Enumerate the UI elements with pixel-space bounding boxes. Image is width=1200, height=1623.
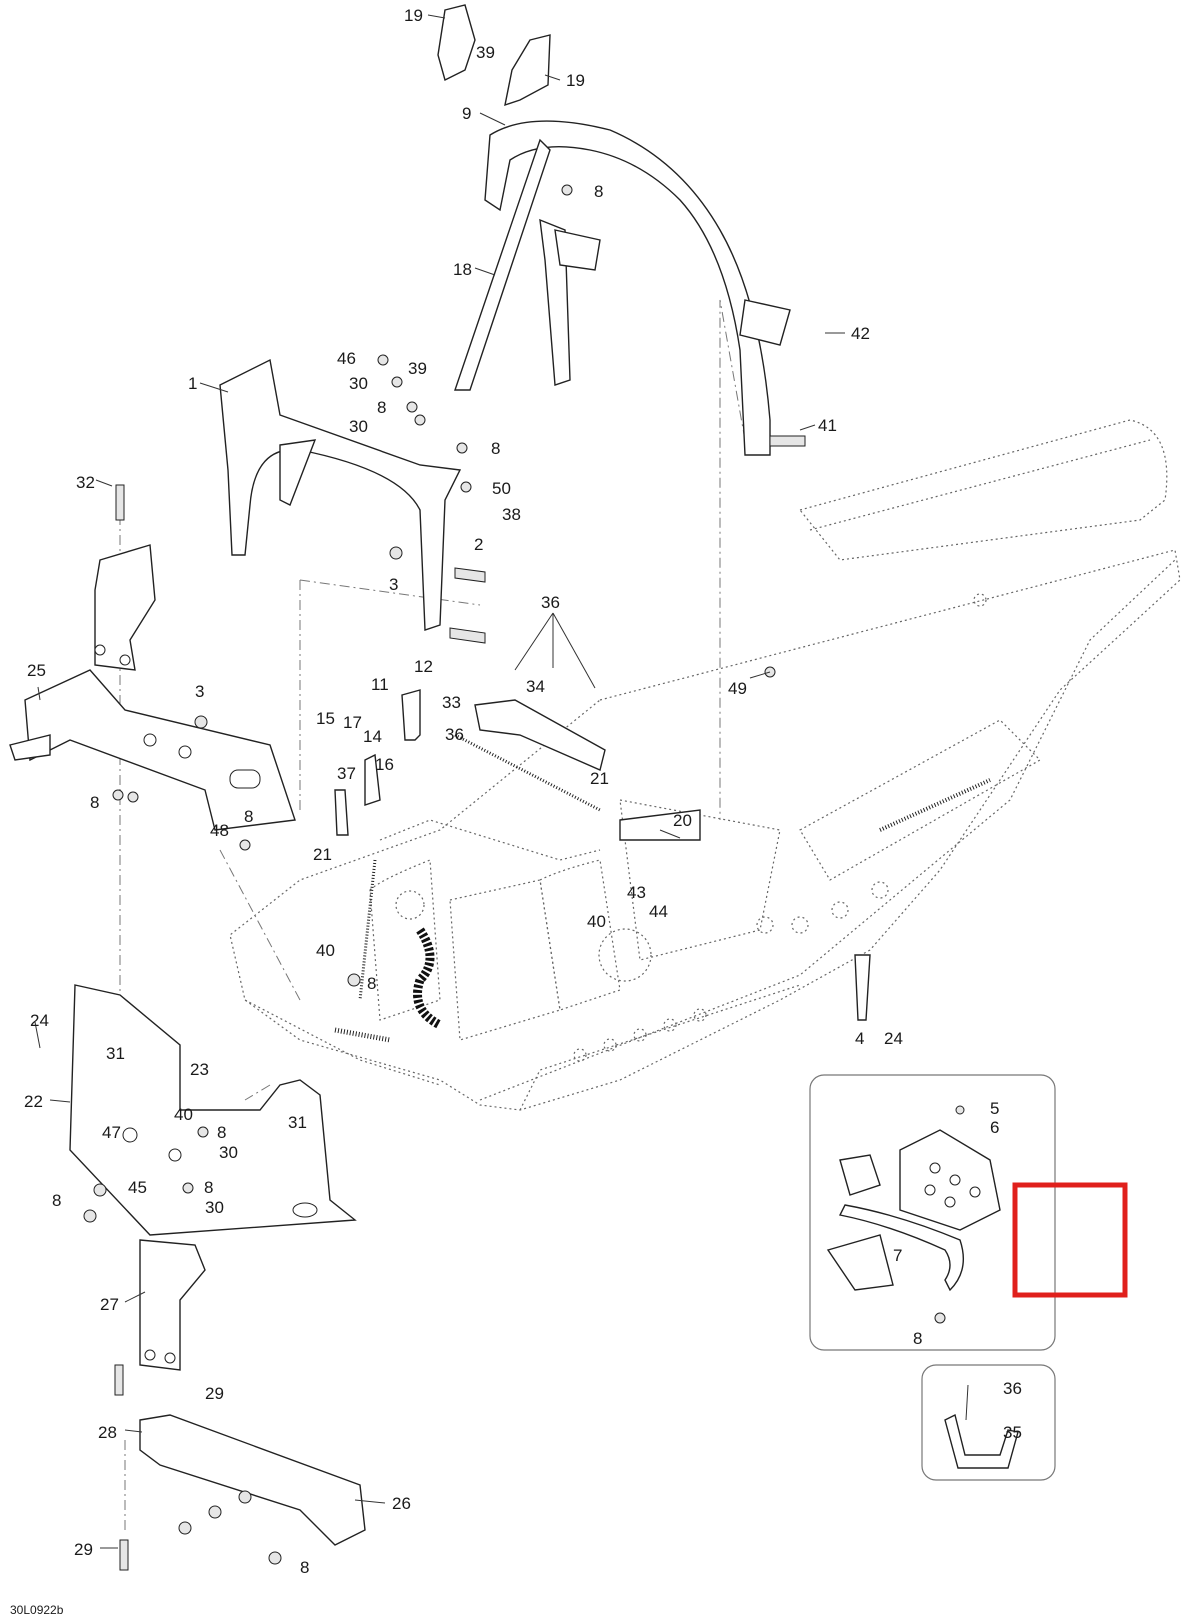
detail-inset-clip — [921, 1364, 1056, 1481]
callout-label: 38 — [502, 505, 521, 524]
callout-label: 6 — [990, 1118, 999, 1137]
callout-label: 36 — [541, 593, 560, 612]
callout-label: 20 — [673, 811, 692, 830]
callout-label: 12 — [414, 657, 433, 676]
front-bumper-plate — [69, 984, 357, 1236]
callout-label: 5 — [990, 1099, 999, 1118]
steering-column-bracket — [94, 544, 156, 671]
callout-label: 28 — [98, 1423, 117, 1442]
lower-cross-member — [139, 1414, 366, 1546]
callout-label: 4 — [855, 1029, 864, 1048]
callout-label: 8 — [52, 1191, 61, 1210]
callout-label: 35 — [1003, 1423, 1022, 1442]
callout-label: 23 — [190, 1060, 209, 1079]
steering-loop — [454, 120, 791, 456]
callout-label: 34 — [526, 677, 545, 696]
callout-label: 15 — [316, 709, 335, 728]
callout-label: 47 — [102, 1123, 121, 1142]
callout-label: 27 — [100, 1295, 119, 1314]
callout-label: 31 — [288, 1113, 307, 1132]
callout-label: 29 — [205, 1384, 224, 1403]
assembly-lines — [119, 299, 746, 1530]
callout-label: 17 — [343, 713, 362, 732]
callout-label: 9 — [462, 104, 471, 123]
callout-label: 42 — [851, 324, 870, 343]
callout-label: 30 — [349, 374, 368, 393]
callout-label: 40 — [316, 941, 335, 960]
callout-label: 8 — [204, 1178, 213, 1197]
callout-label: 48 — [210, 821, 229, 840]
callout-label: 50 — [492, 479, 511, 498]
callout-label: 24 — [30, 1011, 49, 1030]
callout-label: 8 — [244, 807, 253, 826]
callout-label: 8 — [377, 398, 386, 417]
callout-label: 36 — [445, 725, 464, 744]
callout-label: 30 — [219, 1143, 238, 1162]
callout-label: 8 — [913, 1329, 922, 1348]
highlight-box — [1012, 1182, 1128, 1298]
callout-label: 25 — [27, 661, 46, 680]
callout-label: 21 — [590, 769, 609, 788]
callout-label: 29 — [74, 1540, 93, 1559]
callout-label: 44 — [649, 902, 668, 921]
upper-brackets — [437, 4, 551, 107]
steering-support — [219, 358, 462, 631]
fasteners — [83, 184, 871, 1571]
callout-label: 36 — [1003, 1379, 1022, 1398]
callout-label: 40 — [174, 1105, 193, 1124]
callout-labels: 1 2 3 3 4 5 6 7 8 8 8 8 8 8 8 8 8 8 8 9 … — [24, 6, 1022, 1577]
callout-label: 41 — [818, 416, 837, 435]
callout-label: 19 — [566, 71, 585, 90]
callout-label: 40 — [587, 912, 606, 931]
callout-label: 8 — [491, 439, 500, 458]
callout-label: 7 — [893, 1246, 902, 1265]
detail-inset-hand-guard — [809, 1074, 1056, 1351]
callout-label: 19 — [404, 6, 423, 25]
callout-label: 22 — [24, 1092, 43, 1111]
callout-label: 8 — [300, 1558, 309, 1577]
callout-label: 49 — [728, 679, 747, 698]
middle-brackets — [334, 689, 701, 841]
tunnel-chassis — [229, 419, 1181, 1111]
callout-label: 2 — [474, 535, 483, 554]
callout-label: 43 — [627, 883, 646, 902]
callout-label: 32 — [76, 473, 95, 492]
callout-label: 33 — [442, 693, 461, 712]
callout-label: 1 — [188, 374, 197, 393]
callout-label: 8 — [217, 1123, 226, 1142]
callout-label: 31 — [106, 1044, 125, 1063]
callout-label: 11 — [371, 675, 389, 694]
callout-label: 8 — [594, 182, 603, 201]
callout-label: 30 — [205, 1198, 224, 1217]
drawing-number: 30L0922b — [10, 1603, 64, 1617]
callout-label: 24 — [884, 1029, 903, 1048]
callout-label: 46 — [337, 349, 356, 368]
callout-label: 39 — [476, 43, 495, 62]
callout-label: 14 — [363, 727, 382, 746]
leader-lines — [34, 14, 1003, 1549]
callout-label: 30 — [349, 417, 368, 436]
callout-label: 8 — [90, 793, 99, 812]
callout-label: 18 — [453, 260, 472, 279]
callout-label: 3 — [195, 682, 204, 701]
callout-label: 39 — [408, 359, 427, 378]
callout-label: 45 — [128, 1178, 147, 1197]
lower-bracket — [139, 1239, 206, 1371]
callout-label: 37 — [337, 764, 356, 783]
callout-label: 8 — [367, 974, 376, 993]
callout-label: 21 — [313, 845, 332, 864]
front-cross-member — [9, 669, 296, 831]
callout-label: 16 — [375, 755, 394, 774]
callout-label: 26 — [392, 1494, 411, 1513]
callout-label: 3 — [389, 575, 398, 594]
